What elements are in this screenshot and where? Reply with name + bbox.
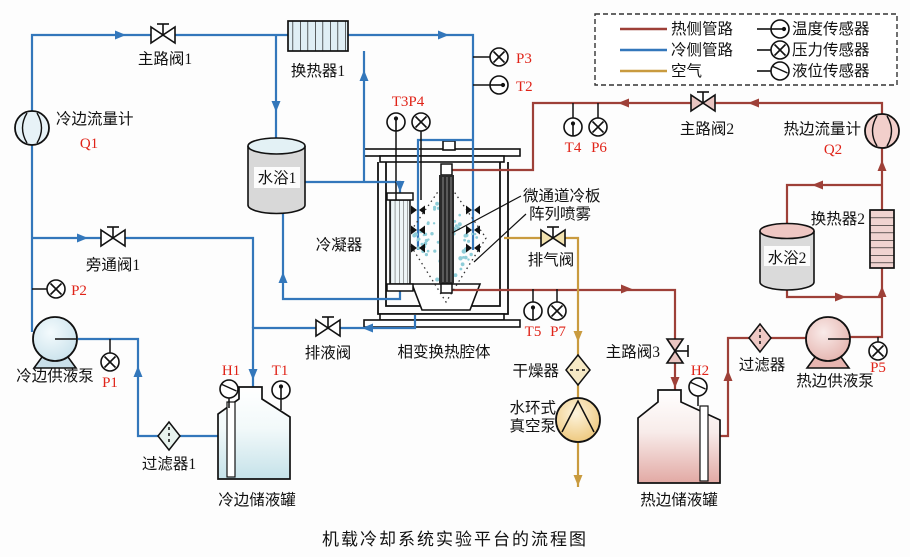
pressure-sensor-p3 [489, 47, 509, 67]
label-main-valve-2: 主路阀2 [680, 120, 734, 138]
tag-t5: T5 [525, 324, 542, 340]
microchannel-cold-plate [439, 163, 454, 294]
filter-hot [748, 323, 772, 353]
label-spray-line1: 微通道冷板 [523, 187, 601, 205]
cold-storage-tank [217, 386, 291, 480]
label-water-bath-2: 水浴2 [768, 249, 807, 267]
tag-p3: P3 [516, 51, 532, 67]
figure-caption: 机载冷却系统实验平台的流程图 [322, 530, 588, 549]
legend-cold-pipe: 冷侧管路 [671, 41, 734, 59]
exhaust-valve [540, 226, 566, 247]
water-bath-2 [759, 222, 815, 291]
label-condenser: 冷凝器 [316, 236, 363, 254]
label-heat-exchanger-2: 换热器2 [811, 210, 865, 228]
tag-h2: H2 [691, 363, 709, 379]
tag-p6: P6 [591, 140, 607, 156]
water-bath-1 [247, 137, 306, 215]
temperature-sensor-t2 [489, 75, 509, 95]
legend-pressure-sensor: 压力传感器 [792, 41, 870, 59]
tag-h1: H1 [222, 363, 240, 379]
tag-p1: P1 [102, 375, 118, 391]
water-ring-vacuum-pump [555, 397, 601, 443]
label-bypass-valve-1: 旁通阀1 [86, 256, 140, 274]
legend-temperature-sensor-icon [770, 19, 790, 39]
pressure-sensor-p7 [547, 301, 567, 321]
drain-valve [315, 316, 341, 337]
hot-storage-tank [637, 389, 721, 484]
label-cold-tank: 冷边储液罐 [218, 491, 296, 509]
label-hot-flow-meter: 热边流量计 [783, 120, 861, 138]
legend-temperature-sensor: 温度传感器 [792, 20, 870, 38]
condenser [386, 192, 414, 292]
tag-t4: T4 [565, 140, 582, 156]
tag-t1: T1 [272, 363, 289, 379]
legend-level-sensor: 液位传感器 [792, 62, 870, 80]
label-filter-hot: 过滤器 [739, 356, 786, 374]
pressure-sensor-p4 [411, 112, 431, 132]
legend-air-pipe: 空气 [671, 62, 702, 80]
hot-supply-pump [805, 316, 851, 369]
temperature-sensor-t1 [271, 380, 291, 400]
label-exhaust-valve: 排气阀 [528, 251, 575, 269]
dryer [565, 353, 591, 387]
tag-p2: P2 [71, 283, 87, 299]
cold-supply-pump [32, 316, 78, 369]
label-cold-flow-meter: 冷边流量计 [56, 110, 134, 128]
main-valve-3 [666, 338, 689, 364]
bypass-valve-1 [100, 226, 126, 247]
legend-level-sensor-icon [770, 61, 790, 81]
pressure-sensor-p2 [46, 279, 66, 299]
filter-1 [157, 421, 181, 451]
level-sensor-h2 [688, 377, 708, 397]
cold-flow-meter [14, 110, 50, 146]
hot-flow-meter [864, 113, 900, 149]
heat-exchanger-2 [869, 209, 895, 269]
pressure-sensor-p5 [868, 341, 888, 361]
main-valve-1 [150, 23, 176, 44]
main-valve-2 [690, 91, 716, 112]
temperature-sensor-t4 [563, 117, 583, 137]
tag-p5: P5 [870, 360, 886, 376]
spray-pointer-lines [451, 195, 527, 263]
label-cold-supply-pump: 冷边供液泵 [16, 367, 94, 385]
label-dryer: 干燥器 [512, 362, 559, 380]
label-main-valve-1: 主路阀1 [138, 50, 192, 68]
label-main-valve-3: 主路阀3 [606, 343, 661, 361]
label-hot-tank: 热边储液罐 [640, 491, 718, 509]
label-vacuum-pump-2: 真空泵 [509, 417, 556, 435]
label-drain-valve: 排液阀 [305, 344, 352, 362]
legend-pressure-sensor-icon [770, 40, 790, 60]
pressure-sensor-p6 [588, 117, 608, 137]
tag-q2: Q2 [824, 142, 842, 158]
label-water-bath-1: 水浴1 [258, 169, 297, 187]
label-vacuum-pump-1: 水环式 [509, 399, 556, 417]
legend-hot-pipe: 热侧管路 [671, 20, 734, 38]
label-spray-line2: 阵列喷雾 [529, 205, 591, 223]
temperature-sensor-t5 [523, 301, 543, 321]
legend: 热侧管路 冷侧管路 空气 温度传感器 压力传感器 液位传感器 [594, 13, 898, 86]
temperature-sensor-t3 [386, 112, 406, 132]
tag-p7: P7 [550, 324, 566, 340]
heat-exchanger-1 [287, 20, 349, 52]
tag-t3p4: T3P4 [392, 94, 425, 110]
label-heat-exchanger-1: 换热器1 [291, 62, 345, 80]
tag-t2: T2 [516, 79, 533, 95]
label-filter-1: 过滤器1 [142, 455, 196, 473]
label-hot-supply-pump: 热边供液泵 [796, 372, 874, 390]
tag-q1: Q1 [80, 136, 98, 152]
sensor-stems [32, 56, 879, 410]
level-sensor-h1 [219, 379, 239, 399]
label-chamber: 相变换热腔体 [397, 343, 491, 361]
pressure-sensor-p1 [100, 352, 120, 372]
